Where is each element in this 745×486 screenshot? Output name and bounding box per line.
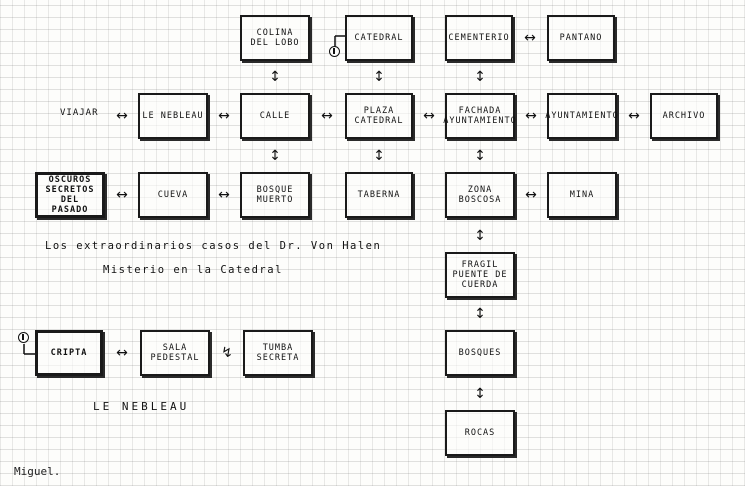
room-label: Calle <box>259 111 291 121</box>
room-plaza-catedral: Plaza Catedral <box>345 93 413 139</box>
room-archivo: Archivo <box>650 93 718 139</box>
room-label: Cementerio <box>448 33 510 43</box>
room-bosques: Bosques <box>445 330 515 376</box>
room-label: Taberna <box>357 190 401 200</box>
room-oscuros-secretos: Oscuros Secretos del Pasado <box>35 172 105 218</box>
signature: Miguel. <box>14 465 61 478</box>
room-catedral: Catedral <box>345 15 413 61</box>
location-marker-icon <box>329 46 340 57</box>
room-label: Plaza Catedral <box>354 106 404 126</box>
room-tumba-secreta: Tumba Secreta <box>243 330 313 376</box>
connector-ayuntamiento-archivo: ↔ <box>628 108 640 124</box>
room-label: Bosques <box>458 348 502 358</box>
room-label: Pantano <box>559 33 603 43</box>
room-sala-pedestal: Sala Pedestal <box>140 330 210 376</box>
room-bosque-muerto: Bosque Muerto <box>240 172 310 218</box>
room-label: Cripta <box>50 348 88 358</box>
connector-zona-mina: ↔ <box>525 187 537 203</box>
connector-cueva-bosque: ↔ <box>218 187 230 203</box>
room-zona-boscosa: Zona Boscosa <box>445 172 515 218</box>
title-line-1: Los extraordinarios casos del Dr. Von Ha… <box>45 240 382 252</box>
connector-fachada-ayuntamiento: ↔ <box>525 108 537 124</box>
connector-cementerio-fachada: ↕ <box>474 69 486 85</box>
connector-catedral-plaza: ↕ <box>373 69 385 85</box>
room-label: Ayuntamiento <box>545 111 619 121</box>
room-label: Fachada Ayuntamiento <box>443 106 517 126</box>
location-marker-icon <box>18 332 29 343</box>
room-le-nebleau: Le Nebleau <box>138 93 208 139</box>
connector-fachada-zona: ↕ <box>474 148 486 164</box>
room-cripta: Cripta <box>35 330 103 376</box>
room-label: Oscuros Secretos del Pasado <box>45 175 95 215</box>
room-rocas: Rocas <box>445 410 515 456</box>
room-cueva: Cueva <box>138 172 208 218</box>
connector-cementerio-pantano: ↔ <box>524 30 536 46</box>
room-label: Fragil Puente de Cuerda <box>452 260 508 290</box>
connector-cripta-sala: ↔ <box>116 345 128 361</box>
room-calle: Calle <box>240 93 310 139</box>
room-label: Zona Boscosa <box>458 185 502 205</box>
title-line-2: Misterio en la Catedral <box>103 264 283 276</box>
room-taberna: Taberna <box>345 172 413 218</box>
room-label: Le Nebleau <box>142 111 204 121</box>
section-le-nebleau: Le Nebleau <box>93 400 190 413</box>
room-label: Sala Pedestal <box>150 343 200 363</box>
connector-plaza-taberna: ↕ <box>373 148 385 164</box>
connector-viajar-nebleau: ↔ <box>116 108 128 124</box>
viajar-label: Viajar <box>60 108 99 118</box>
room-label: Colina del lobo <box>250 28 300 48</box>
room-pantano: Pantano <box>547 15 615 61</box>
connector-bosques-rocas: ↕ <box>474 386 486 402</box>
connector-calle-plaza: ↔ <box>321 108 333 124</box>
room-label: Mina <box>569 190 595 200</box>
room-colina-del-lobo: Colina del lobo <box>240 15 310 61</box>
connector-puente-bosques: ↕ <box>474 306 486 322</box>
room-fachada-ayuntamiento: Fachada Ayuntamiento <box>443 93 517 139</box>
connector-calle-bosque: ↕ <box>269 148 281 164</box>
room-label: Archivo <box>662 111 706 121</box>
room-label: Tumba Secreta <box>256 343 300 363</box>
room-ayuntamiento: Ayuntamiento <box>545 93 619 139</box>
connector-colina-calle: ↕ <box>269 69 281 85</box>
connector-plaza-fachada: ↔ <box>423 108 435 124</box>
connector-nebleau-calle: ↔ <box>218 108 230 124</box>
connector-sala-tumba: ↯ <box>221 345 233 361</box>
connector-oscuros-cueva: ↔ <box>116 187 128 203</box>
room-label: Cueva <box>157 190 189 200</box>
room-cementerio: Cementerio <box>445 15 513 61</box>
room-mina: Mina <box>547 172 617 218</box>
connector-zona-puente: ↕ <box>474 228 486 244</box>
room-label: Catedral <box>354 33 404 43</box>
room-label: Rocas <box>464 428 496 438</box>
room-fragil-puente: Fragil Puente de Cuerda <box>445 252 515 298</box>
room-label: Bosque Muerto <box>256 185 294 205</box>
